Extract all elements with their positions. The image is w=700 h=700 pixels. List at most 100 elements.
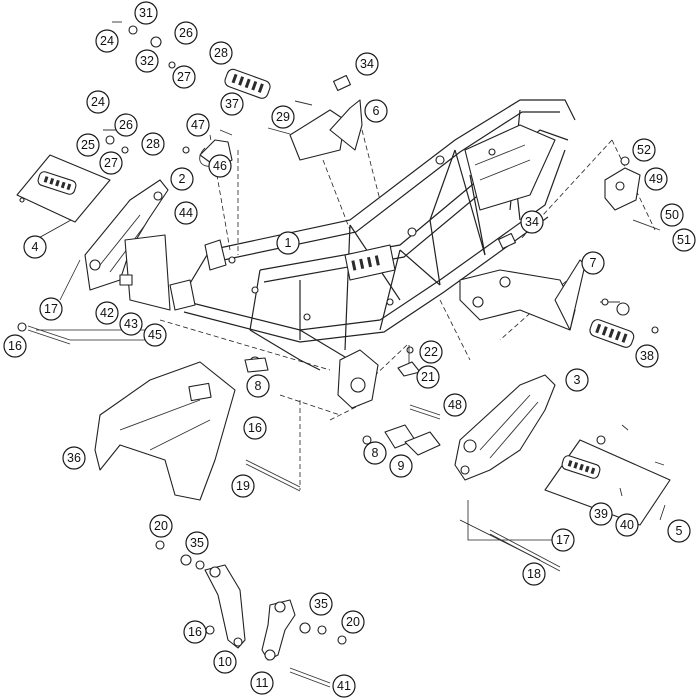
svg-text:24: 24 bbox=[100, 34, 114, 48]
callout-18[interactable]: 18 bbox=[522, 562, 546, 586]
callout-38[interactable]: 38 bbox=[635, 344, 659, 368]
callout-49[interactable]: 49 bbox=[644, 167, 668, 191]
svg-text:44: 44 bbox=[179, 206, 193, 220]
callout-26[interactable]: 26 bbox=[174, 21, 198, 45]
callout-26b[interactable]: 26 bbox=[114, 113, 138, 137]
callout-27b[interactable]: 27 bbox=[99, 151, 123, 175]
callout-17[interactable]: 17 bbox=[39, 297, 63, 321]
svg-text:35: 35 bbox=[190, 536, 204, 550]
svg-text:16: 16 bbox=[248, 421, 262, 435]
callout-8b[interactable]: 8 bbox=[363, 441, 387, 465]
callout-40[interactable]: 40 bbox=[615, 513, 639, 537]
svg-text:48: 48 bbox=[448, 398, 462, 412]
callout-1[interactable]: 1 bbox=[276, 231, 300, 255]
footrest-bracket-right bbox=[454, 374, 556, 481]
callout-27[interactable]: 27 bbox=[172, 65, 196, 89]
svg-text:41: 41 bbox=[337, 679, 351, 693]
svg-text:20: 20 bbox=[154, 519, 168, 533]
callout-35b[interactable]: 35 bbox=[309, 592, 333, 616]
svg-text:38: 38 bbox=[640, 349, 654, 363]
callout-51[interactable]: 51 bbox=[672, 228, 696, 252]
svg-text:40: 40 bbox=[620, 518, 634, 532]
part-21-22 bbox=[397, 345, 421, 377]
svg-text:34: 34 bbox=[360, 57, 374, 71]
svg-text:21: 21 bbox=[421, 370, 435, 384]
callout-19[interactable]: 19 bbox=[231, 474, 255, 498]
svg-text:5: 5 bbox=[676, 524, 683, 538]
callout-29[interactable]: 29 bbox=[271, 105, 295, 129]
svg-text:8: 8 bbox=[372, 446, 379, 460]
callout-2[interactable]: 2 bbox=[170, 167, 194, 191]
callout-25[interactable]: 25 bbox=[76, 133, 100, 157]
callout-48[interactable]: 48 bbox=[443, 393, 467, 417]
svg-text:17: 17 bbox=[556, 533, 570, 547]
svg-text:28: 28 bbox=[214, 46, 228, 60]
callout-7[interactable]: 7 bbox=[581, 251, 605, 275]
strut-11 bbox=[261, 599, 296, 661]
svg-text:20: 20 bbox=[346, 615, 360, 629]
svg-text:24: 24 bbox=[91, 95, 105, 109]
strut-10 bbox=[204, 564, 246, 649]
callout-21[interactable]: 21 bbox=[416, 365, 440, 389]
svg-text:50: 50 bbox=[665, 208, 679, 222]
svg-text:47: 47 bbox=[191, 118, 205, 132]
svg-text:43: 43 bbox=[124, 317, 138, 331]
callout-24b[interactable]: 24 bbox=[86, 90, 110, 114]
passenger-bracket-right bbox=[459, 259, 586, 331]
callout-4[interactable]: 4 bbox=[23, 235, 47, 259]
callout-31[interactable]: 31 bbox=[134, 1, 158, 25]
callout-44[interactable]: 44 bbox=[174, 201, 198, 225]
callout-28b[interactable]: 28 bbox=[141, 132, 165, 156]
callout-9[interactable]: 9 bbox=[389, 454, 413, 478]
callout-43[interactable]: 43 bbox=[119, 312, 143, 336]
callout-28[interactable]: 28 bbox=[209, 41, 233, 65]
callout-35[interactable]: 35 bbox=[185, 531, 209, 555]
callout-45[interactable]: 45 bbox=[143, 323, 167, 347]
callout-6[interactable]: 6 bbox=[364, 99, 388, 123]
callout-16[interactable]: 16 bbox=[3, 334, 27, 358]
svg-text:9: 9 bbox=[398, 459, 405, 473]
svg-text:34: 34 bbox=[525, 215, 539, 229]
callout-47[interactable]: 47 bbox=[186, 113, 210, 137]
callout-50[interactable]: 50 bbox=[660, 203, 684, 227]
svg-text:36: 36 bbox=[67, 451, 81, 465]
callout-36[interactable]: 36 bbox=[62, 446, 86, 470]
callout-37[interactable]: 37 bbox=[220, 92, 244, 116]
svg-text:39: 39 bbox=[594, 507, 608, 521]
svg-text:25: 25 bbox=[81, 138, 95, 152]
callout-52[interactable]: 52 bbox=[632, 138, 656, 162]
svg-text:29: 29 bbox=[276, 110, 290, 124]
callout-20[interactable]: 20 bbox=[149, 514, 173, 538]
callout-11[interactable]: 11 bbox=[250, 671, 274, 695]
callout-42[interactable]: 42 bbox=[95, 301, 119, 325]
svg-text:18: 18 bbox=[527, 567, 541, 581]
svg-text:16: 16 bbox=[188, 625, 202, 639]
callout-16c[interactable]: 16 bbox=[183, 620, 207, 644]
callout-41[interactable]: 41 bbox=[332, 674, 356, 698]
bracket-8-9 bbox=[244, 357, 441, 456]
svg-text:8: 8 bbox=[255, 379, 262, 393]
footrest-37 bbox=[224, 68, 271, 99]
callout-17b[interactable]: 17 bbox=[551, 528, 575, 552]
callout-5[interactable]: 5 bbox=[667, 519, 691, 543]
callout-20b[interactable]: 20 bbox=[341, 610, 365, 634]
callout-16b[interactable]: 16 bbox=[243, 416, 267, 440]
callout-32[interactable]: 32 bbox=[135, 49, 159, 73]
svg-text:3: 3 bbox=[574, 373, 581, 387]
callout-24[interactable]: 24 bbox=[95, 29, 119, 53]
callout-10[interactable]: 10 bbox=[213, 650, 237, 674]
main-frame bbox=[169, 99, 576, 409]
callout-46[interactable]: 46 bbox=[208, 154, 232, 178]
svg-text:52: 52 bbox=[637, 143, 651, 157]
callout-39[interactable]: 39 bbox=[589, 502, 613, 526]
svg-text:51: 51 bbox=[677, 233, 691, 247]
callout-3[interactable]: 3 bbox=[565, 368, 589, 392]
callout-22[interactable]: 22 bbox=[419, 340, 443, 364]
callout-34b[interactable]: 34 bbox=[520, 210, 544, 234]
callout-34[interactable]: 34 bbox=[355, 52, 379, 76]
svg-text:35: 35 bbox=[314, 597, 328, 611]
svg-text:31: 31 bbox=[139, 6, 153, 20]
callout-8[interactable]: 8 bbox=[246, 374, 270, 398]
plate-4 bbox=[16, 154, 111, 223]
